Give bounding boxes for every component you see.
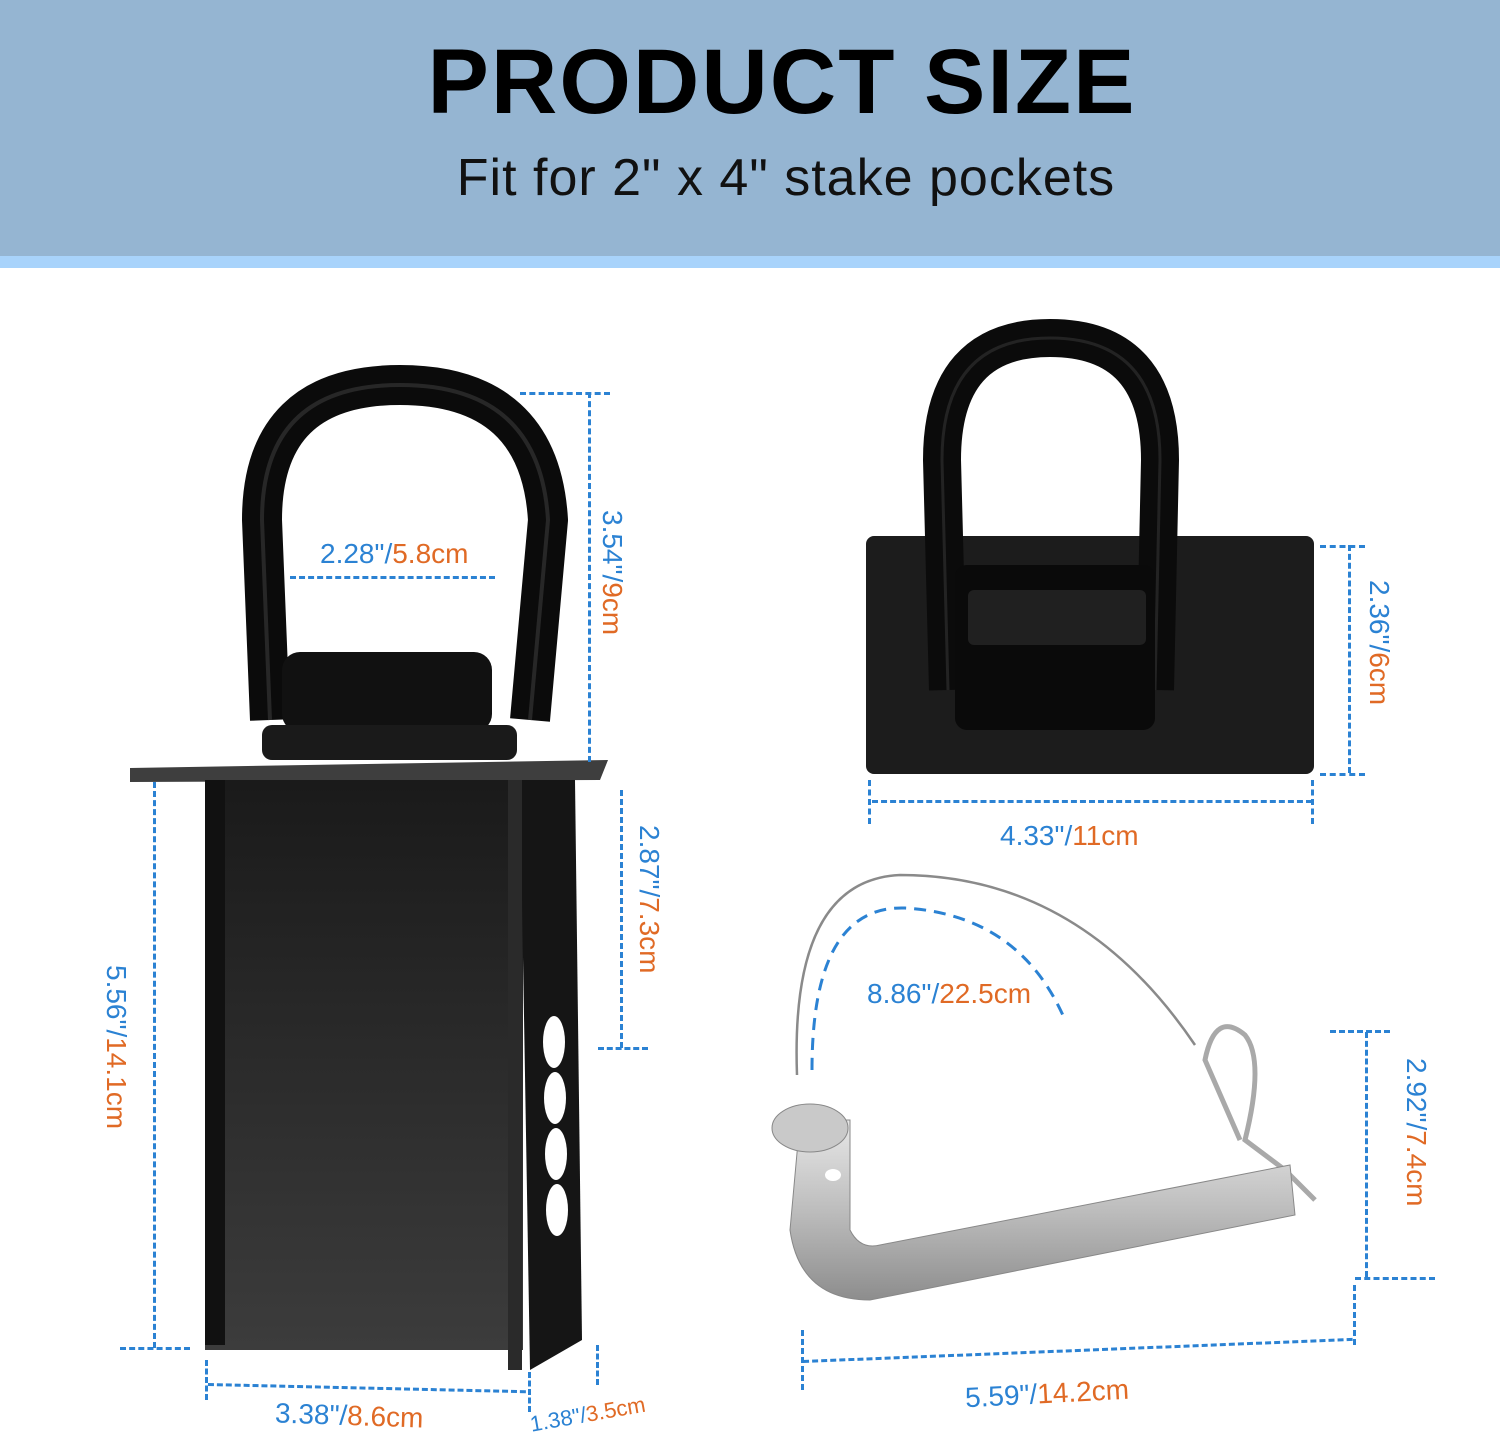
thickness-tick — [528, 1372, 531, 1412]
page-title: PRODUCT SIZE — [427, 31, 1137, 133]
total-height-tick-bottom — [120, 1347, 190, 1350]
plate-height-tick-top — [1320, 545, 1365, 548]
ring-width-line — [290, 576, 495, 579]
pocket-depth-line — [620, 790, 623, 1048]
plate-width-label: 4.33"/11cm — [1000, 820, 1139, 851]
plate-width-tick-right — [1311, 780, 1314, 824]
cable-length-label: 8.86"/22.5cm — [867, 978, 1032, 1009]
plate-width-tick-left — [868, 780, 871, 824]
pin-height-line — [1365, 1032, 1368, 1277]
pin-length-tick-left — [801, 1330, 804, 1390]
plate-width-line — [872, 800, 1312, 803]
header-banner — [0, 0, 1500, 256]
pin-length-tick-right — [1353, 1285, 1356, 1345]
ring-inner-width-label: 2.28"/5.8cm — [320, 538, 469, 569]
plate-height-tick-bottom — [1320, 773, 1365, 776]
page-subtitle: Fit for 2" x 4" stake pockets — [456, 149, 1116, 207]
pin-height-tick-top — [1330, 1030, 1390, 1033]
pin-height-tick-bottom — [1355, 1277, 1435, 1280]
thickness-tick-right — [596, 1345, 599, 1385]
pin-height-label: 2.92"/7.4cm — [1401, 1058, 1432, 1207]
header-stripe — [0, 256, 1500, 268]
width-tick-left — [205, 1360, 208, 1400]
plate-height-line — [1348, 545, 1351, 773]
ring-height-tick-top — [520, 392, 610, 395]
total-height-line — [153, 782, 156, 1348]
pocket-depth-tick-bottom — [598, 1047, 648, 1050]
ring-height-line — [588, 392, 591, 762]
